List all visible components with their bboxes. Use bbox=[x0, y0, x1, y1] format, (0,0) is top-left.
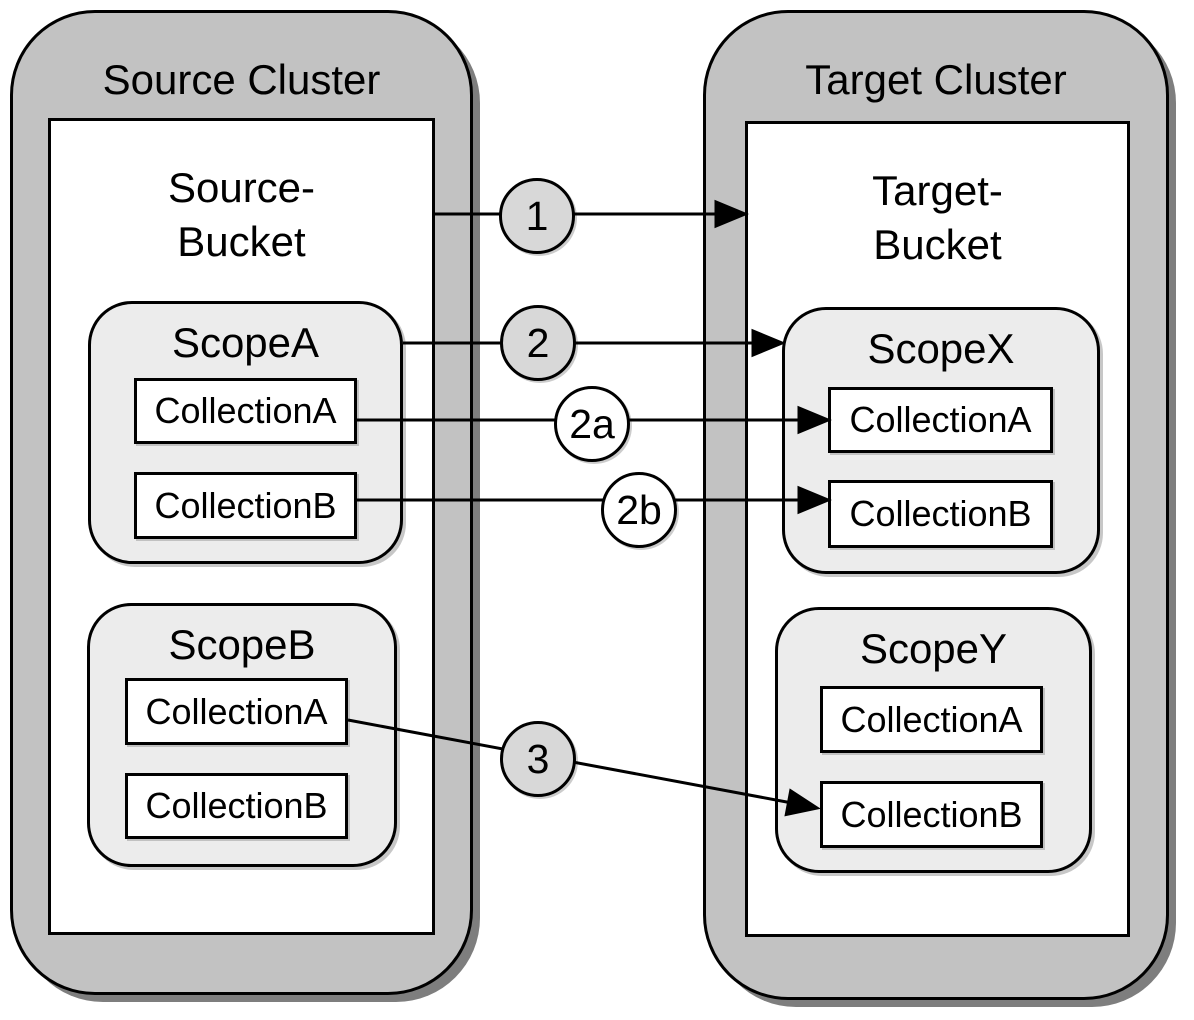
scope-a-title: ScopeA bbox=[171, 319, 320, 366]
scope-x-title: ScopeX bbox=[867, 325, 1015, 372]
scope-y-collection-b: CollectionB bbox=[820, 781, 1043, 848]
scope-y-collection-a-label: CollectionA bbox=[840, 698, 1023, 740]
scope-x-collection-a-label: CollectionA bbox=[849, 399, 1032, 440]
arrow-2a-badge-label: 2a bbox=[569, 400, 615, 447]
arrow-2b-badge-label: 2b bbox=[616, 486, 662, 533]
target-bucket-title-line2: Bucket bbox=[873, 221, 1002, 268]
arrow-2-badge: 2 bbox=[500, 305, 576, 381]
scope-x: ScopeX CollectionA CollectionB bbox=[782, 307, 1100, 574]
scope-b-collection-a-label: CollectionA bbox=[145, 690, 328, 732]
scope-x-collection-b-label: CollectionB bbox=[849, 493, 1032, 534]
scope-a-collection-b-label: CollectionB bbox=[154, 484, 337, 526]
source-bucket-title-line1: Source- bbox=[167, 164, 316, 211]
target-cluster: Target Cluster Target- Bucket ScopeX Col… bbox=[703, 10, 1169, 1000]
arrow-2-badge-label: 2 bbox=[526, 319, 550, 366]
scope-b-collection-b: CollectionB bbox=[125, 773, 348, 839]
scope-y: ScopeY CollectionA CollectionB bbox=[775, 607, 1092, 873]
scope-y-collection-b-label: CollectionB bbox=[840, 793, 1023, 835]
source-cluster-title: Source Cluster bbox=[102, 56, 381, 103]
scope-x-collection-b: CollectionB bbox=[828, 480, 1053, 548]
source-bucket: Source- Bucket ScopeA CollectionA Collec… bbox=[48, 118, 435, 935]
source-cluster: Source Cluster Source- Bucket ScopeA Col… bbox=[10, 10, 473, 995]
arrow-1-badge-label: 1 bbox=[525, 192, 549, 239]
source-bucket-title-line2: Bucket bbox=[177, 218, 306, 265]
arrow-3-badge: 3 bbox=[500, 721, 576, 797]
source-bucket-title: Source- Bucket bbox=[51, 161, 432, 269]
scope-a: ScopeA CollectionA CollectionB bbox=[88, 301, 403, 564]
target-bucket: Target- Bucket ScopeX CollectionA Collec… bbox=[745, 121, 1130, 937]
scope-b-collection-a: CollectionA bbox=[125, 678, 348, 745]
arrow-1-badge: 1 bbox=[499, 178, 575, 254]
arrow-2a-badge: 2a bbox=[554, 386, 630, 462]
target-bucket-title-line1: Target- bbox=[872, 167, 1003, 214]
scope-x-collection-a: CollectionA bbox=[828, 387, 1053, 453]
scope-b-collection-b-label: CollectionB bbox=[145, 785, 328, 826]
scope-b: ScopeB CollectionA CollectionB bbox=[87, 603, 397, 867]
target-cluster-title: Target Cluster bbox=[805, 56, 1067, 103]
scope-y-collection-a: CollectionA bbox=[820, 686, 1043, 753]
arrow-3-badge-label: 3 bbox=[526, 735, 550, 782]
scope-a-collection-b: CollectionB bbox=[134, 472, 357, 539]
scope-b-title: ScopeB bbox=[168, 621, 316, 668]
arrow-2b-badge: 2b bbox=[601, 472, 677, 548]
target-bucket-title: Target- Bucket bbox=[748, 164, 1127, 272]
scope-a-collection-a-label: CollectionA bbox=[154, 390, 337, 431]
scope-y-title: ScopeY bbox=[859, 625, 1008, 672]
scope-a-collection-a: CollectionA bbox=[134, 378, 357, 444]
